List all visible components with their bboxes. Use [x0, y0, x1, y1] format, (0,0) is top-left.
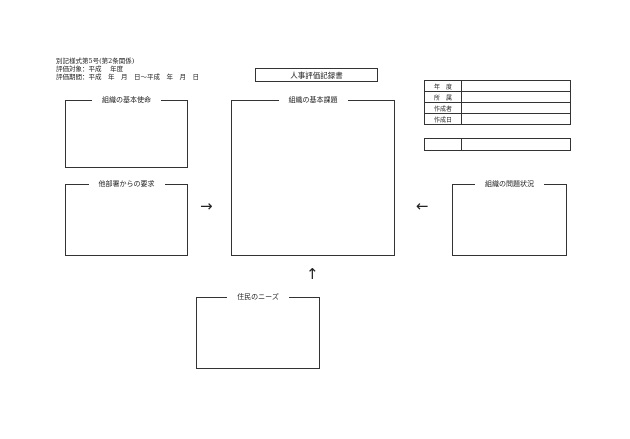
up-arrow-icon: ↑ [306, 265, 319, 283]
left-arrow-icon: ← [416, 197, 429, 215]
issues-label: 組織の基本課題 [232, 96, 394, 105]
mission-box[interactable]: 組織の基本使命 [65, 96, 188, 168]
table-row [424, 138, 571, 151]
author-label: 作成者 [424, 102, 462, 114]
right-arrow-icon: → [200, 197, 213, 215]
extra-table [424, 138, 571, 151]
mission-label: 組織の基本使命 [66, 96, 187, 105]
evaluation-target: 評価対象：平成 年度 [56, 65, 124, 73]
status-box[interactable]: 組織の問題状況 [452, 180, 567, 256]
fiscal-year-field[interactable] [461, 80, 571, 92]
table-row: 所 属 [424, 91, 571, 103]
document-title: 人事評価記録書 [255, 68, 378, 82]
table-row: 年 度 [424, 80, 571, 92]
needs-label: 住民のニーズ [197, 293, 319, 302]
department-field[interactable] [461, 91, 571, 103]
needs-box[interactable]: 住民のニーズ [196, 293, 320, 369]
extra-label-cell[interactable] [424, 138, 462, 151]
date-label: 作成日 [424, 113, 462, 125]
author-field[interactable] [461, 102, 571, 114]
requests-box[interactable]: 他部署からの要求 [65, 180, 188, 256]
department-label: 所 属 [424, 91, 462, 103]
table-row: 作成日 [424, 113, 571, 125]
fiscal-year-label: 年 度 [424, 80, 462, 92]
evaluation-period: 評価期間：平成 年 月 日～平成 年 月 日 [56, 73, 199, 81]
status-label: 組織の問題状況 [453, 180, 566, 189]
info-table: 年 度 所 属 作成者 作成日 [424, 80, 571, 125]
form-number: 別記様式第5号(第2条関係) [56, 57, 135, 65]
issues-box[interactable]: 組織の基本課題 [231, 96, 395, 256]
requests-label: 他部署からの要求 [66, 180, 187, 189]
date-field[interactable] [461, 113, 571, 125]
extra-value-cell[interactable] [461, 138, 571, 151]
table-row: 作成者 [424, 102, 571, 114]
